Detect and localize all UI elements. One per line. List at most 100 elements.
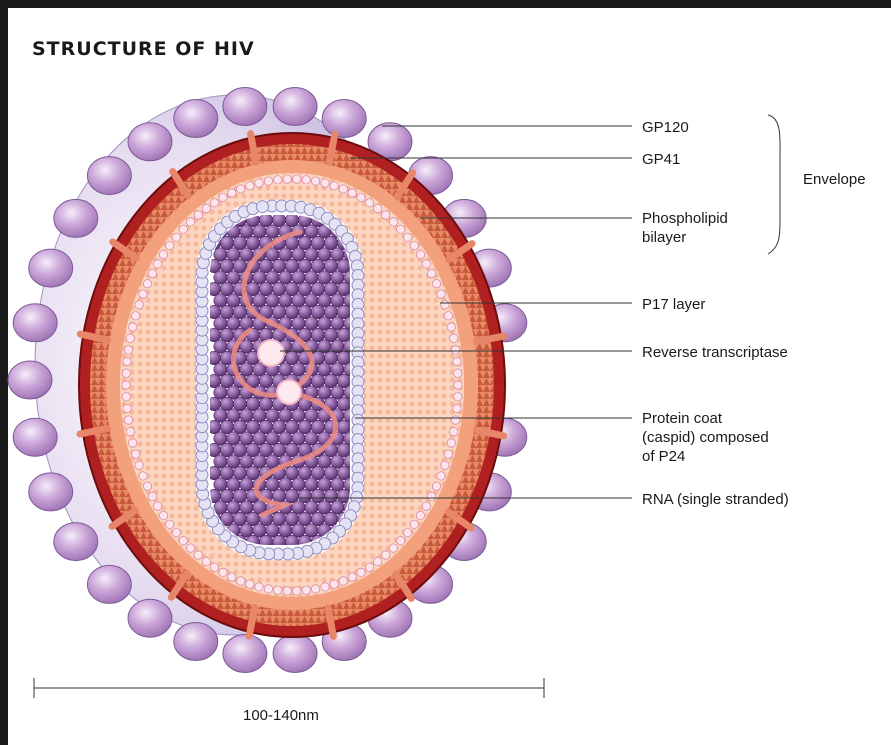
p17-bead [126,428,134,436]
gp120-knob [29,249,73,287]
p17-bead [348,573,356,581]
p17-bead [255,583,263,591]
label-phospholipid-line1: Phospholipid [642,209,728,228]
p17-bead [143,280,151,288]
p17-bead [447,439,455,447]
gp120-knob [174,100,218,138]
label-protein-coat: Protein coat (caspid) composed of P24 [642,409,769,466]
p17-bead [453,404,461,412]
label-protein-coat-line1: Protein coat [642,409,769,428]
p17-bead [382,211,390,219]
p17-bead [444,450,452,458]
p17-bead [135,301,143,309]
gp120-knob [87,565,131,603]
p17-bead [441,461,449,469]
p17-bead [255,179,263,187]
p17-bead [348,189,356,197]
p17-bead [172,233,180,241]
p17-bead [427,492,435,500]
label-envelope: Envelope [803,170,866,189]
p17-bead [126,334,134,342]
label-phospholipid-line2: bilayer [642,228,728,247]
p17-bead [186,544,194,552]
p17-bead [283,587,291,595]
gp120-knob [128,123,172,161]
label-gp41: GP41 [642,150,680,169]
gp120-knob [29,473,73,511]
gp120-knob [174,623,218,661]
p17-bead [311,177,319,185]
p17-bead [166,520,174,528]
p17-bead [210,563,218,571]
p17-bead [132,312,140,320]
p17-bead [437,472,445,480]
p17-bead [447,323,455,331]
p17-bead [422,260,430,268]
gp120-knob [273,635,317,673]
p17-bead [432,482,440,490]
p17-bead [148,492,156,500]
p17-bead [389,218,397,226]
p17-bead [274,586,282,594]
p17-bead [202,204,210,212]
p17-bead [302,176,310,184]
reverse-transcriptase-enzyme-2 [277,380,301,404]
p17-bead [159,250,167,258]
label-gp120: GP120 [642,118,689,137]
p17-bead [404,233,412,241]
p17-bead [123,404,131,412]
p17-bead [444,312,452,320]
p17-bead [454,369,462,377]
p17-bead [237,577,245,585]
p17-bead [179,537,187,545]
p17-bead [397,537,405,545]
p17-bead [330,182,338,190]
p17-bead [454,381,462,389]
p17-bead [246,182,254,190]
p17-bead [148,269,156,277]
p17-bead [154,502,162,510]
gp120-knob [54,199,98,237]
p17-bead [339,185,347,193]
gp120-knob [322,100,366,138]
p17-bead [159,511,167,519]
p17-bead [410,520,418,528]
p17-bead [179,225,187,233]
p17-bead [194,211,202,219]
p17-bead [339,577,347,585]
gp120-knob [8,361,52,399]
p17-bead [129,439,137,447]
p17-bead [283,175,291,183]
p17-bead [293,175,301,183]
p17-bead [194,551,202,559]
p17-bead [374,204,382,212]
p17-bead [451,416,459,424]
p17-bead [186,218,194,226]
p17-bead [357,568,365,576]
p17-bead [302,586,310,594]
p17-bead [389,544,397,552]
p17-bead [123,357,131,365]
p17-bead [228,189,236,197]
p17-bead [374,557,382,565]
p17-bead [143,482,151,490]
p17-bead [330,580,338,588]
p17-bead [365,563,373,571]
p17-bead [139,472,147,480]
p17-bead [154,260,162,268]
p17-bead [441,301,449,309]
p17-bead [228,573,236,581]
p17-bead [365,199,373,207]
p17-bead [453,357,461,365]
p17-bead [172,529,180,537]
p17-bead [132,450,140,458]
p17-bead [264,177,272,185]
p17-bead [210,199,218,207]
label-rna: RNA (single stranded) [642,490,789,509]
p17-bead [124,346,132,354]
p17-bead [397,225,405,233]
label-phospholipid: Phospholipid bilayer [642,209,728,247]
p17-bead [202,557,210,565]
p17-bead [450,334,458,342]
